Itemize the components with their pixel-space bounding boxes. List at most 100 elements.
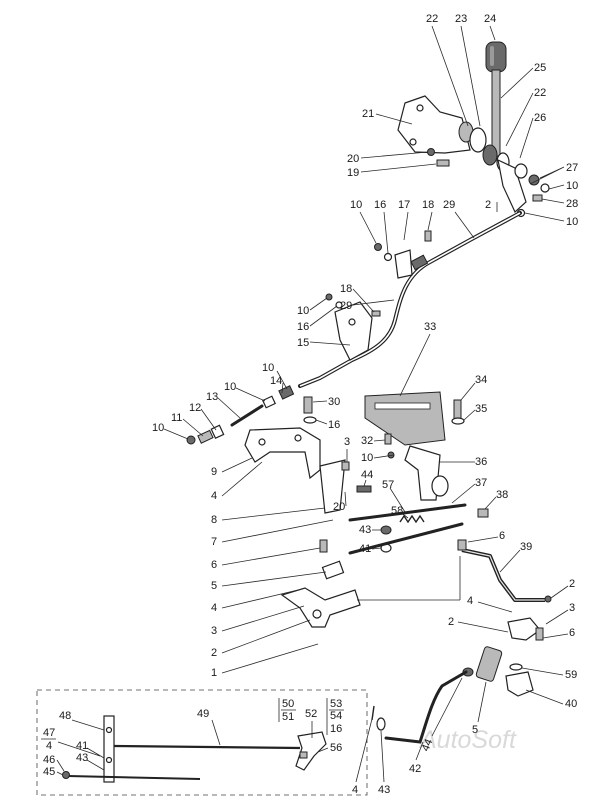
plate-hole bbox=[409, 138, 417, 146]
callout-label: 20 bbox=[347, 153, 359, 165]
cable-clamp-part bbox=[410, 254, 429, 271]
callout-label: 22 bbox=[426, 13, 438, 25]
callout-label: 4 bbox=[467, 595, 473, 607]
washer-part bbox=[303, 416, 317, 424]
cable-highlight bbox=[299, 212, 521, 387]
bracket-hole bbox=[348, 318, 356, 326]
nut-part bbox=[62, 771, 70, 779]
bolt-part bbox=[477, 508, 489, 518]
lever-shaft-part bbox=[491, 69, 501, 157]
gate-slot bbox=[374, 402, 431, 410]
bolt-part bbox=[384, 433, 392, 445]
callout-label: 45 bbox=[43, 766, 55, 778]
callout-label: 14 bbox=[270, 375, 282, 387]
callout-label: 42 bbox=[409, 763, 421, 775]
callout-label: 43 bbox=[378, 784, 390, 796]
callout-label: 18 bbox=[340, 283, 352, 295]
callout-label: 46 bbox=[43, 754, 55, 766]
callout-label: 16 bbox=[328, 419, 340, 431]
callout-label: 10 bbox=[350, 199, 362, 211]
callout-label: 20 bbox=[333, 501, 345, 513]
callout-label: 5 bbox=[211, 580, 217, 592]
bracket-hole bbox=[258, 438, 266, 446]
washer-part bbox=[380, 525, 392, 535]
bracket-hole bbox=[294, 434, 302, 442]
callout-label: 43 bbox=[76, 752, 88, 764]
callout-label: 10 bbox=[566, 216, 578, 228]
callout-label: 29 bbox=[443, 199, 455, 211]
label-brackets bbox=[278, 698, 328, 735]
callout-label: 30 bbox=[328, 396, 340, 408]
callout-label: 10 bbox=[152, 422, 164, 434]
rod-part bbox=[384, 670, 468, 744]
lever-hole bbox=[312, 609, 322, 619]
callout-label: 9 bbox=[211, 466, 217, 478]
callout-label: 16 bbox=[297, 321, 309, 333]
callout-label: 3 bbox=[569, 602, 575, 614]
callout-label: 51 bbox=[282, 711, 294, 723]
callout-label: 49 bbox=[197, 708, 209, 720]
callout-label: 39 bbox=[520, 541, 532, 553]
cable-part bbox=[298, 211, 522, 388]
sleeve-part bbox=[321, 560, 345, 580]
callout-label: 32 bbox=[361, 435, 373, 447]
lever-plate-part bbox=[497, 158, 527, 213]
nut-part bbox=[186, 435, 196, 445]
callout-label: 43 bbox=[359, 524, 371, 536]
callout-label: 50 bbox=[282, 698, 294, 710]
callout-label: 10 bbox=[361, 452, 373, 464]
bar-hole bbox=[105, 756, 113, 764]
label-separators bbox=[41, 709, 344, 740]
callout-label: 23 bbox=[455, 13, 467, 25]
bracket-part bbox=[394, 249, 413, 279]
callout-label: 4 bbox=[211, 490, 217, 502]
bolt-part bbox=[303, 396, 313, 414]
bolt-part bbox=[299, 751, 308, 759]
washer-part bbox=[514, 163, 528, 179]
cable-part bbox=[67, 775, 201, 780]
bolt-part bbox=[424, 230, 432, 242]
cable-assembly bbox=[186, 211, 522, 445]
mounting-plate-part bbox=[397, 95, 471, 154]
nut-part bbox=[528, 174, 540, 186]
inset-box bbox=[36, 689, 368, 796]
link-lines bbox=[357, 556, 461, 601]
washer-part bbox=[509, 663, 523, 671]
nut-part bbox=[374, 243, 382, 251]
callout-label: 16 bbox=[330, 723, 342, 735]
nut-part bbox=[427, 148, 435, 156]
callout-label: 57 bbox=[382, 479, 394, 491]
callout-label: 10 bbox=[262, 362, 274, 374]
callout-label: 59 bbox=[565, 669, 577, 681]
callout-label: 34 bbox=[475, 374, 487, 386]
callout-label: 58 bbox=[391, 505, 403, 517]
gate-plate-part bbox=[364, 391, 446, 446]
selector-lever-part bbox=[280, 587, 361, 628]
callout-label: 26 bbox=[534, 112, 546, 124]
callout-label: 54 bbox=[330, 710, 342, 722]
handle-part bbox=[295, 731, 327, 771]
clip-part bbox=[210, 424, 225, 440]
plate-hole bbox=[416, 104, 424, 112]
pin-part bbox=[341, 461, 350, 471]
callout-label: 12 bbox=[189, 402, 201, 414]
lever-highlight bbox=[461, 549, 545, 601]
bolt-part bbox=[532, 194, 543, 202]
callout-label: 56 bbox=[330, 742, 342, 754]
callout-label: 18 bbox=[422, 199, 434, 211]
sleeve-part bbox=[475, 646, 503, 682]
callout-label: 3 bbox=[211, 625, 217, 637]
callout-label: 15 bbox=[297, 337, 309, 349]
nut-part bbox=[325, 293, 333, 301]
callout-label: 13 bbox=[206, 391, 218, 403]
lever-part bbox=[319, 459, 346, 514]
callout-label: 40 bbox=[565, 698, 577, 710]
callout-label: 3 bbox=[344, 436, 350, 448]
pin-part bbox=[535, 627, 544, 641]
callout-label: 28 bbox=[566, 198, 578, 210]
hub-part bbox=[469, 127, 487, 153]
callout-label: 48 bbox=[59, 710, 71, 722]
callout-label: 2 bbox=[569, 578, 575, 590]
callout-label: 10 bbox=[224, 381, 236, 393]
